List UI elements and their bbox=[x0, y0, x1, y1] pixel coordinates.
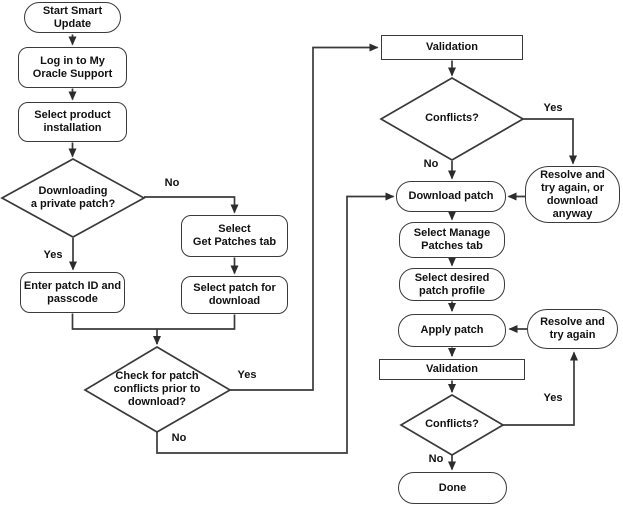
edge-conflicts-bottom-yes bbox=[503, 351, 578, 426]
edge-check-conflicts-no bbox=[156, 192, 395, 454]
edge-label-conflicts-bottom-no: No bbox=[428, 453, 444, 465]
node-validation-top-label: Validation bbox=[426, 41, 478, 53]
decision-conflicts-bottom-label: Conflicts? bbox=[425, 418, 479, 430]
node-validation-top: Validation bbox=[381, 35, 523, 60]
decision-downloading-private-patch-label: Downloading a private patch? bbox=[30, 185, 116, 210]
edge-label-conflicts-top-yes: Yes bbox=[543, 102, 563, 114]
edge-label-private-yes: Yes bbox=[43, 249, 63, 261]
node-manage-patches-tab-label: Select Manage Patches tab bbox=[413, 227, 491, 252]
edge-private-patch-no bbox=[144, 196, 239, 214]
edge-label-check-no: No bbox=[171, 432, 187, 444]
node-select-product: Select product installation bbox=[18, 102, 127, 142]
node-apply-patch-label: Apply patch bbox=[420, 324, 484, 336]
node-login-label: Log in to My Oracle Support bbox=[32, 54, 113, 80]
node-done-label: Done bbox=[438, 481, 467, 494]
decision-conflicts-top-label: Conflicts? bbox=[425, 112, 479, 124]
node-validation-bottom-label: Validation bbox=[426, 363, 478, 375]
edge-merge-line bbox=[71, 313, 236, 330]
node-validation-bottom: Validation bbox=[379, 359, 525, 380]
decision-downloading-private-patch-shape bbox=[0, 158, 146, 238]
node-select-patch-label: Select patch for download bbox=[193, 282, 276, 307]
node-manage-patches-tab: Select Manage Patches tab bbox=[399, 222, 505, 258]
edge-label-private-no: No bbox=[164, 177, 180, 189]
decision-conflicts-top-shape bbox=[379, 77, 525, 161]
node-select-patch: Select patch for download bbox=[181, 276, 288, 314]
node-apply-patch: Apply patch bbox=[398, 314, 506, 347]
decision-check-conflicts-label: Check for patch conflicts prior to downl… bbox=[113, 370, 201, 408]
node-download-patch-label: Download patch bbox=[408, 190, 494, 202]
edge-conflicts-top-yes bbox=[523, 118, 577, 165]
node-enter-patch-id: Enter patch ID and passcode bbox=[20, 272, 125, 313]
node-get-patches-tab: Select Get Patches tab bbox=[181, 215, 288, 257]
node-enter-patch-id-label: Enter patch ID and passcode bbox=[23, 279, 122, 305]
node-resolve-try-again-label: Resolve and try again bbox=[540, 316, 605, 341]
node-done: Done bbox=[398, 472, 507, 504]
edge-label-conflicts-bottom-yes: Yes bbox=[543, 392, 563, 404]
node-start: Start Smart Update bbox=[24, 2, 121, 33]
node-patch-profile: Select desired patch profile bbox=[399, 268, 505, 301]
edge-check-conflicts-yes bbox=[230, 43, 379, 391]
node-resolve-try-again: Resolve and try again bbox=[527, 309, 618, 349]
node-select-product-label: Select product installation bbox=[34, 109, 111, 134]
edge-label-check-yes: Yes bbox=[237, 369, 257, 381]
node-start-label: Start Smart Update bbox=[42, 4, 103, 30]
node-login: Log in to My Oracle Support bbox=[18, 47, 127, 88]
node-resolve-download: Resolve and try again, or download anywa… bbox=[525, 166, 620, 223]
node-resolve-download-label: Resolve and try again, or download anywa… bbox=[540, 168, 605, 220]
node-patch-profile-label: Select desired patch profile bbox=[414, 271, 490, 297]
edge-label-conflicts-top-no: No bbox=[423, 158, 439, 170]
node-get-patches-tab-label: Select Get Patches tab bbox=[192, 223, 277, 248]
node-download-patch: Download patch bbox=[396, 181, 506, 212]
